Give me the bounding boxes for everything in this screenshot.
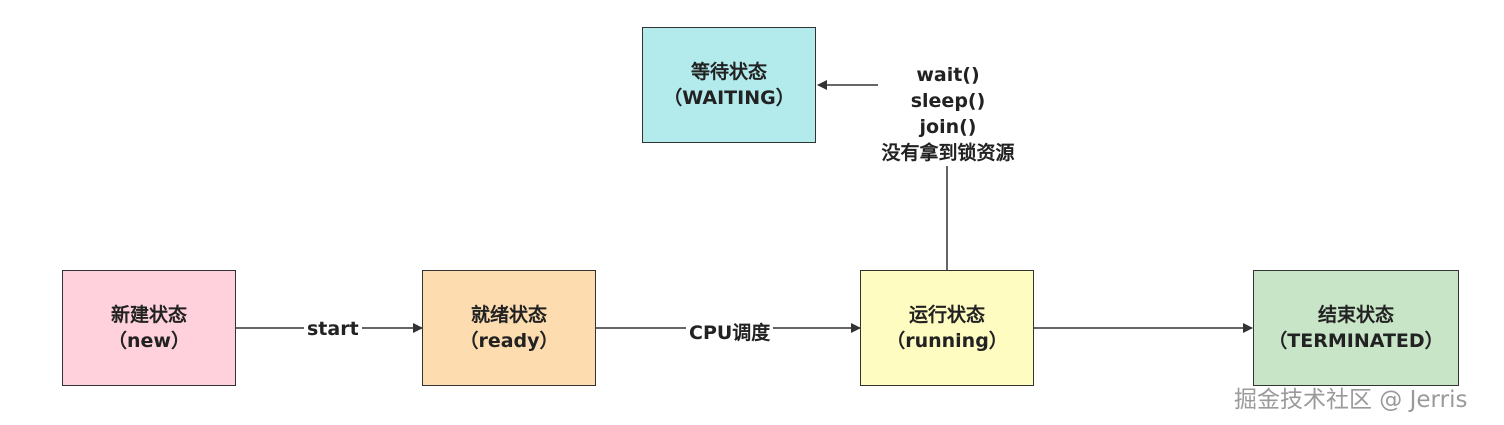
state-new: 新建状态 （new）	[62, 270, 236, 386]
state-ready: 就绪状态 （ready）	[422, 270, 596, 386]
transition-label-cpu-schedule: CPU调度	[686, 318, 774, 345]
transition-label-start: start	[304, 318, 362, 340]
state-running-sub: （running）	[886, 330, 1008, 352]
state-terminated-title: 结束状态	[1317, 304, 1394, 326]
state-terminated: 结束状态 （TERMINATED）	[1253, 270, 1459, 386]
wait-reason-no-lock: 没有拿到锁资源	[881, 142, 1015, 164]
state-running-title: 运行状态	[908, 304, 985, 326]
state-running: 运行状态 （running）	[860, 270, 1034, 386]
state-new-title: 新建状态	[110, 304, 187, 326]
state-terminated-sub: （TERMINATED）	[1268, 330, 1444, 352]
wait-reasons: wait() sleep() join() 没有拿到锁资源	[876, 62, 1020, 166]
wait-reason-wait: wait()	[916, 64, 980, 86]
wait-reason-sleep: sleep()	[910, 90, 986, 112]
state-waiting-sub: （WAITING）	[663, 87, 795, 109]
watermark: 掘金技术社区 @ Jerris	[1234, 387, 1468, 413]
state-ready-sub: （ready）	[459, 330, 559, 352]
state-ready-title: 就绪状态	[470, 304, 547, 326]
state-waiting: 等待状态 （WAITING）	[642, 27, 816, 143]
wait-reason-join: join()	[919, 116, 977, 138]
state-waiting-title: 等待状态	[690, 61, 767, 83]
state-new-sub: （new）	[108, 330, 190, 352]
